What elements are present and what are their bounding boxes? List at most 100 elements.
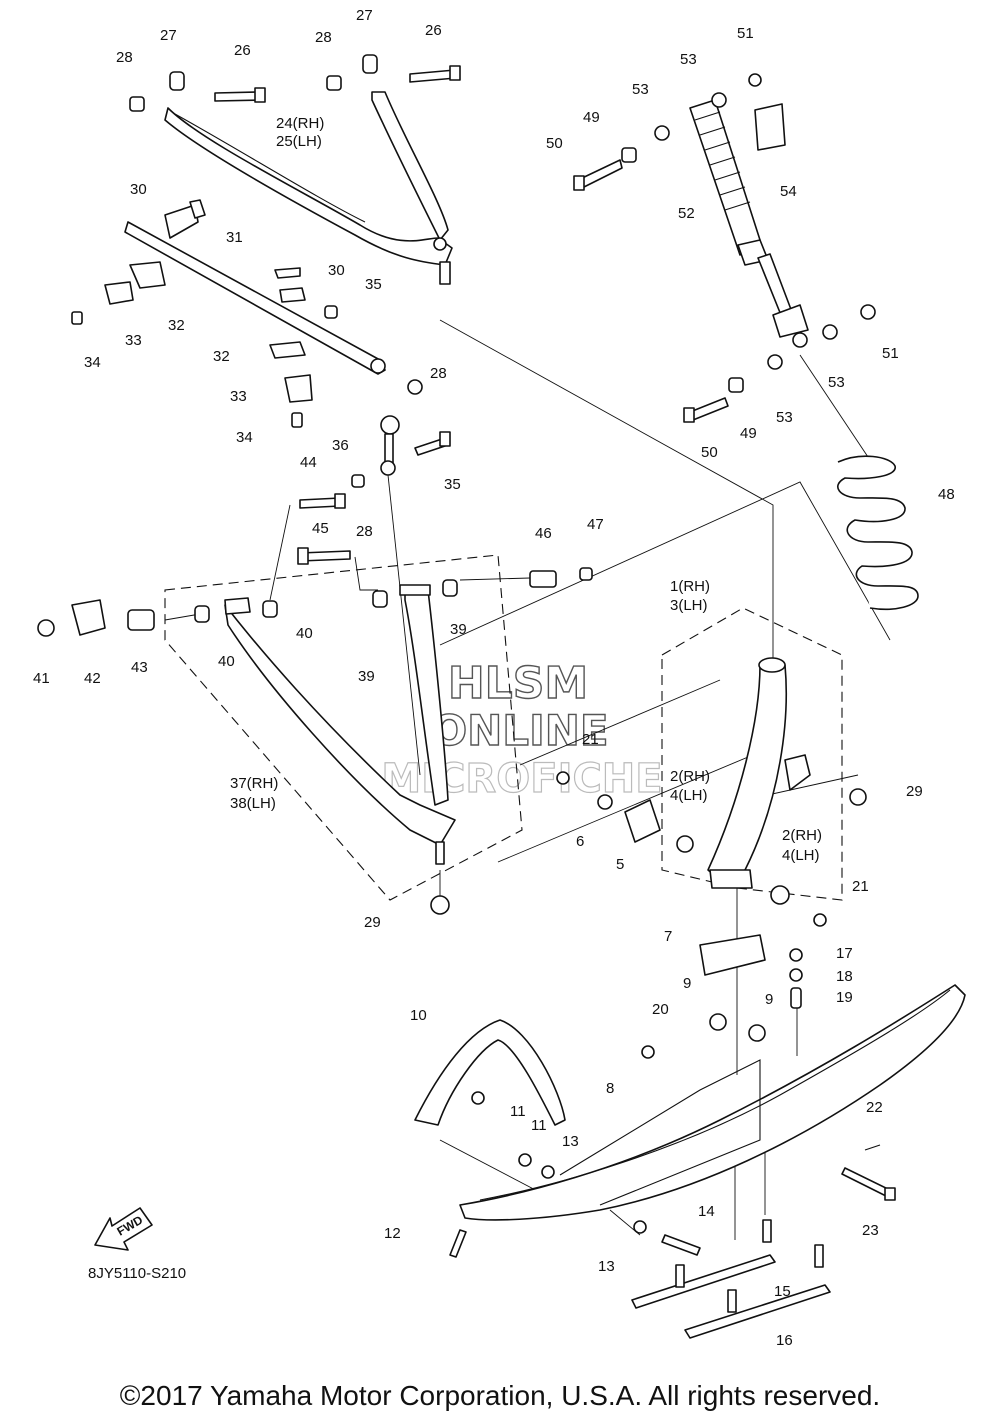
callout: 49 <box>740 425 757 442</box>
callout: 21 <box>582 731 599 748</box>
stabilizer-bar <box>71 199 423 428</box>
callout: 19 <box>836 989 853 1006</box>
callout: 32 <box>168 317 185 334</box>
connection-lines <box>164 319 891 1240</box>
callout: 37(RH) <box>230 775 278 792</box>
callout: 50 <box>701 444 718 461</box>
callout: 33 <box>230 388 247 405</box>
callout: 42 <box>84 670 101 687</box>
fwd-arrow-icon: FWD <box>94 1207 153 1251</box>
callout: 30 <box>130 181 147 198</box>
callout: 53 <box>680 51 697 68</box>
callout: 53 <box>828 374 845 391</box>
callout: 52 <box>678 205 695 222</box>
callout: 11 <box>510 1103 526 1120</box>
watermark-line3: MICROFICHE <box>381 756 662 802</box>
parts-diagram: HLSM ONLINE MICROFICHE <box>33 7 966 1349</box>
callout: 27 <box>356 7 373 24</box>
callout: 39 <box>358 668 375 685</box>
callout: 4(LH) <box>782 847 820 864</box>
callout: 45 <box>312 520 329 537</box>
callout: 7 <box>664 928 672 945</box>
callout: 26 <box>425 22 442 39</box>
callout: 35 <box>365 276 382 293</box>
callout: 9 <box>765 991 773 1008</box>
callout: 40 <box>296 625 313 642</box>
callout: 34 <box>84 354 101 371</box>
shock-absorber <box>573 73 876 423</box>
callout: 14 <box>698 1203 715 1220</box>
callout: 41 <box>33 670 50 687</box>
ski <box>459 934 966 1221</box>
callout: 51 <box>737 25 754 42</box>
callout: 27 <box>160 27 177 44</box>
callout: 28 <box>315 29 332 46</box>
callout: 53 <box>776 409 793 426</box>
callout: 17 <box>836 945 853 962</box>
callout: 47 <box>587 516 604 533</box>
callout: 1(RH) <box>670 578 710 595</box>
callout: 50 <box>546 135 563 152</box>
callout: 31 <box>226 229 243 246</box>
watermark: HLSM ONLINE MICROFICHE <box>381 657 663 802</box>
callout: 30 <box>328 262 345 279</box>
callout: 29 <box>364 914 381 931</box>
callout: 13 <box>562 1133 579 1150</box>
watermark-line2: ONLINE <box>431 706 608 755</box>
callout: 54 <box>780 183 797 200</box>
callout: 46 <box>535 525 552 542</box>
callout: 25(LH) <box>276 133 322 150</box>
callout: 18 <box>836 968 853 985</box>
diagram-code: 8JY5110-S210 <box>88 1265 186 1282</box>
callout: 15 <box>774 1283 791 1300</box>
callout: 22 <box>866 1099 883 1116</box>
callout: 23 <box>862 1222 879 1239</box>
callout: 49 <box>583 109 600 126</box>
callout-labels: 28 27 26 28 27 26 24(RH) 25(LH) 30 31 30… <box>33 7 955 1349</box>
callout: 8 <box>606 1080 614 1097</box>
assembly-boxes <box>164 554 843 901</box>
callout: 36 <box>332 437 349 454</box>
spring <box>837 455 919 611</box>
callout: 29 <box>906 783 923 800</box>
callout: 44 <box>300 454 317 471</box>
callout: 5 <box>616 856 624 873</box>
callout: 28 <box>430 365 447 382</box>
callout: 38(LH) <box>230 795 276 812</box>
callout: 4(LH) <box>670 787 708 804</box>
callout: 11 <box>531 1117 547 1134</box>
callout: 9 <box>683 975 691 992</box>
callout: 34 <box>236 429 253 446</box>
callout: 2(RH) <box>670 768 710 785</box>
callout: 43 <box>131 659 148 676</box>
callout: 13 <box>598 1258 615 1275</box>
callout: 39 <box>450 621 467 638</box>
upper-a-arm <box>129 54 461 285</box>
callout: 40 <box>218 653 235 670</box>
callout: 12 <box>384 1225 401 1242</box>
callout: 16 <box>776 1332 793 1349</box>
callout: 3(LH) <box>670 597 708 614</box>
callout: 33 <box>125 332 142 349</box>
link-rod <box>297 415 451 565</box>
watermark-line1: HLSM <box>448 658 588 709</box>
callout: 20 <box>652 1001 669 1018</box>
callout: 35 <box>444 476 461 493</box>
copyright-notice: ©2017 Yamaha Motor Corporation, U.S.A. A… <box>119 1380 881 1411</box>
ski-spindle <box>556 657 867 927</box>
callout: 53 <box>632 81 649 98</box>
callout: 24(RH) <box>276 115 324 132</box>
callout: 6 <box>576 833 584 850</box>
callout: 28 <box>356 523 373 540</box>
ski-handle <box>414 1019 566 1179</box>
callout: 2(RH) <box>782 827 822 844</box>
runners <box>449 1219 831 1339</box>
callout: 48 <box>938 486 955 503</box>
callout: 26 <box>234 42 251 59</box>
lower-a-arm <box>37 567 593 915</box>
callout: 21 <box>852 878 869 895</box>
callout: 32 <box>213 348 230 365</box>
callout: 10 <box>410 1007 427 1024</box>
callout: 28 <box>116 49 133 66</box>
callout: 51 <box>882 345 899 362</box>
